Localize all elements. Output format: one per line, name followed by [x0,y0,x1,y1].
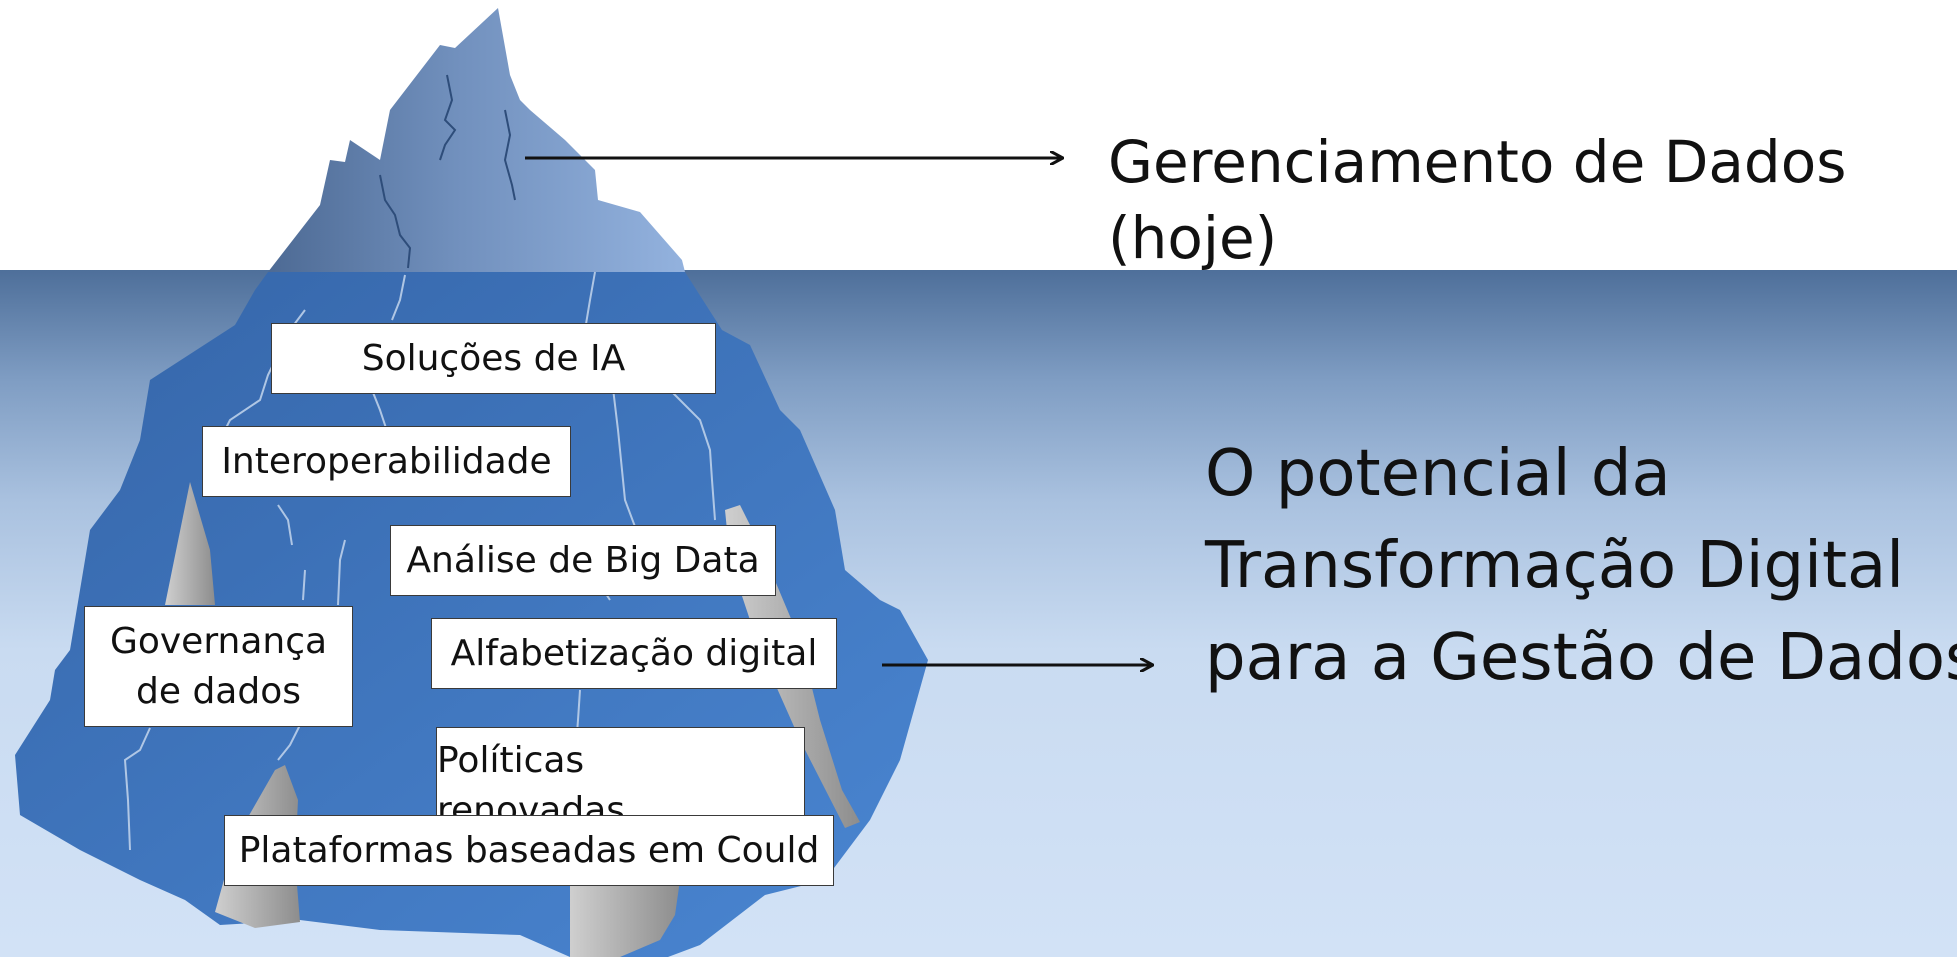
label-line-2: (hoje) [1108,204,1278,272]
label-line-2: Transformação Digital [1205,529,1905,603]
label-line-1: O potencial da [1205,437,1671,511]
tip-cracks [379,74,516,269]
box-interoperabilidade: Interoperabilidade [202,426,571,497]
label-line-1: Gerenciamento de Dados [1108,128,1847,196]
box-label: Análise de Big Data [406,539,760,581]
box-label-line-1: Políticas [437,739,585,781]
box-label: Interoperabilidade [221,440,552,482]
box-plataformas-cloud: Plataformas baseadas em Could [224,815,834,886]
box-label-line-1: Governança [109,620,328,662]
box-alfabetizacao-digital: Alfabetização digital [431,618,837,689]
label-potencial-transformacao: O potencial da Transformação Digital par… [1205,428,1957,704]
box-governanca-de-dados: Governança de dados [84,606,353,727]
label-line-3: para a Gestão de Dados [1205,621,1957,695]
box-label: Soluções de IA [361,337,626,379]
label-gerenciamento-de-dados: Gerenciamento de Dados (hoje) [1108,124,1846,276]
iceberg-tip [268,8,685,272]
body-cracks [123,271,716,851]
box-label: Plataformas baseadas em Could [238,829,820,871]
box-solucoes-de-ia: Soluções de IA [271,323,716,394]
rock-bottom-center [570,880,680,957]
box-label-line-2: de dados [136,670,301,712]
rock-left [165,482,215,605]
box-label: Alfabetização digital [450,632,818,674]
box-analise-big-data: Análise de Big Data [390,525,776,596]
